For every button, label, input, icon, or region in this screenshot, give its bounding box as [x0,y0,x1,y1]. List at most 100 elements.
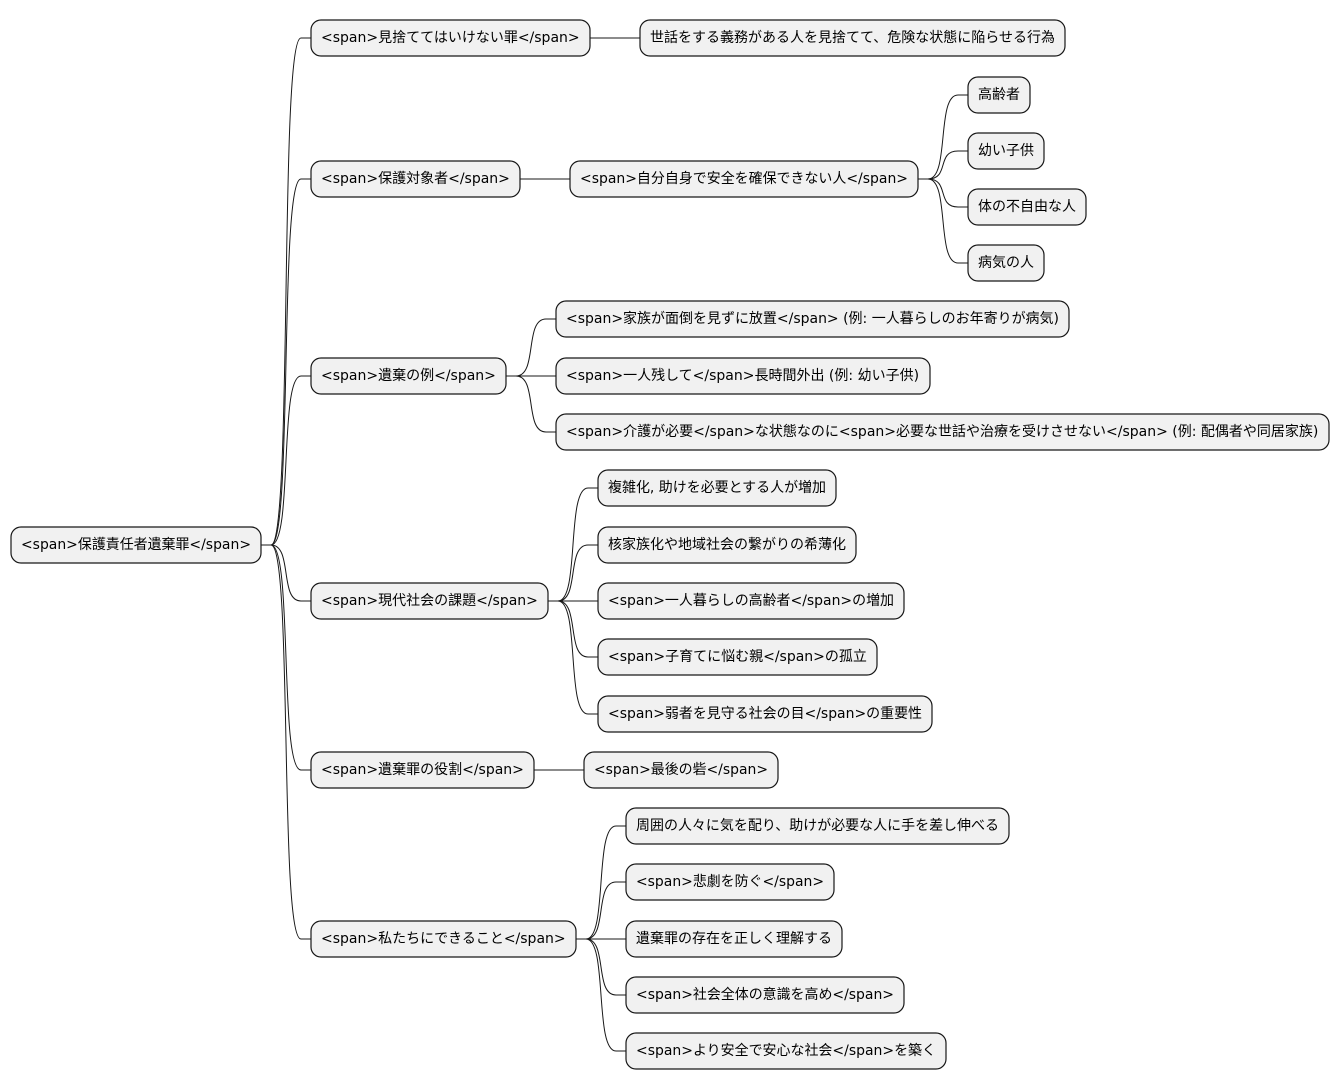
node-box [639,19,1066,57]
node-box [310,19,591,57]
node-box [597,526,857,564]
node-label: <span>保護対象者</span> [321,171,510,187]
edge-n6-n6d [576,938,626,996]
node-label: <span>見捨ててはいけない罪</span> [321,29,580,46]
node-label: <span>悲劇を防ぐ</span> [636,873,824,890]
edge-root-n4 [261,544,311,602]
node-box [310,920,577,958]
edge-n6-n6a [576,825,626,940]
node-n6d: <span>社会全体の意識を高め</span> [625,976,905,1014]
node-label: <span>保護責任者遺棄罪</span> [21,537,251,553]
node-label: <span>自分自身で安全を確保できない人</span> [580,170,908,187]
node-box [597,582,905,620]
node-n2a: <span>自分自身で安全を確保できない人</span> [569,160,919,198]
node-box [310,751,535,789]
node-n2a1: 高齢者 [967,76,1031,114]
node-box [625,807,1010,845]
node-n4c: <span>一人暮らしの高齢者</span>の増加 [597,582,905,620]
node-n3a: <span>家族が面倒を見ずに放置</span> (例: 一人暮らしのお年寄りが… [555,300,1070,338]
node-n6b: <span>悲劇を防ぐ</span> [625,863,835,901]
node-box [597,638,878,676]
node-n1: <span>見捨ててはいけない罪</span> [310,19,591,57]
node-n2: <span>保護対象者</span> [310,160,521,198]
node-box [625,920,843,958]
node-n2a4: 病気の人 [967,244,1045,282]
node-label: <span>一人暮らしの高齢者</span>の増加 [608,592,894,609]
node-n3: <span>遺棄の例</span> [310,357,507,395]
node-label: <span>私たちにできること</span> [321,931,566,947]
mindmap-edges [261,37,968,1052]
node-label: 周囲の人々に気を配り、助けが必要な人に手を差し伸べる [636,818,999,834]
edge-n6-n6b [576,881,626,940]
node-label: <span>一人残して</span>長時間外出 (例: 幼い子供) [566,368,919,384]
edge-n4-n4b [548,544,598,602]
node-label: <span>遺棄罪の役割</span> [321,761,524,778]
node-label: <span>介護が必要</span>な状態なのに<span>必要な世話や治療を受… [566,423,1318,440]
node-n4: <span>現代社会の課題</span> [310,582,549,620]
edge-n4-n4a [548,487,598,602]
node-label: 幼い子供 [978,143,1034,159]
node-label: <span>最後の砦</span> [594,762,768,778]
node-box [569,160,919,198]
node-n4e: <span>弱者を見守る社会の目</span>の重要性 [597,695,933,733]
node-box [597,695,933,733]
node-box [583,751,779,789]
edge-root-n1 [261,37,311,546]
node-box [310,357,507,395]
node-label: <span>家族が面倒を見ずに放置</span> (例: 一人暮らしのお年寄りが… [566,310,1059,327]
node-n6: <span>私たちにできること</span> [310,920,577,958]
edge-n2a-n2a1 [918,94,968,180]
node-label: <span>遺棄の例</span> [321,368,496,384]
edge-root-n3 [261,375,311,546]
node-box [967,188,1087,226]
edge-root-n2 [261,178,311,546]
node-box [555,357,931,395]
edge-n4-n4e [548,600,598,715]
node-box [967,76,1031,114]
node-n6c: 遺棄罪の存在を正しく理解する [625,920,843,958]
edge-root-n6 [261,544,311,940]
node-n4a: 複雑化, 助けを必要とする人が増加 [597,469,837,507]
node-n1a: 世話をする義務がある人を見捨てて、危険な状態に陥らせる行為 [639,19,1066,57]
edge-n6-n6e [576,938,626,1052]
node-n4b: 核家族化や地域社会の繋がりの希薄化 [597,526,857,564]
node-box [310,160,521,198]
node-box [967,244,1045,282]
node-n6a: 周囲の人々に気を配り、助けが必要な人に手を差し伸べる [625,807,1010,845]
node-box [625,976,905,1014]
node-n3c: <span>介護が必要</span>な状態なのに<span>必要な世話や治療を受… [555,413,1330,451]
node-n2a2: 幼い子供 [967,132,1045,170]
node-n5: <span>遺棄罪の役割</span> [310,751,535,789]
node-label: <span>社会全体の意識を高め</span> [636,986,894,1003]
node-n6e: <span>より安全で安心な社会</span>を築く [625,1032,947,1070]
edge-n3-n3c [506,375,556,433]
node-label: 世話をする義務がある人を見捨てて、危険な状態に陥らせる行為 [650,29,1055,46]
edge-n2a-n2a2 [918,150,968,180]
node-root: <span>保護責任者遺棄罪</span> [10,526,262,564]
node-box [967,132,1045,170]
node-n5a: <span>最後の砦</span> [583,751,779,789]
edge-n3-n3a [506,318,556,377]
node-box [555,300,1070,338]
node-n4d: <span>子育てに悩む親</span>の孤立 [597,638,878,676]
edge-n2a-n2a4 [918,178,968,264]
node-label: <span>現代社会の課題</span> [321,593,538,609]
node-label: 核家族化や地域社会の繋がりの希薄化 [608,536,846,553]
node-label: 遺棄罪の存在を正しく理解する [636,931,832,947]
node-box [10,526,262,564]
node-label: 複雑化, 助けを必要とする人が増加 [608,479,826,496]
node-label: 高齢者 [978,86,1020,103]
node-label: 病気の人 [978,255,1034,271]
node-box [310,582,549,620]
node-box [555,413,1330,451]
node-label: 体の不自由な人 [978,199,1076,215]
node-n2a3: 体の不自由な人 [967,188,1087,226]
edge-n2a-n2a3 [918,178,968,208]
node-n3b: <span>一人残して</span>長時間外出 (例: 幼い子供) [555,357,931,395]
edge-n4-n4d [548,600,598,658]
edge-root-n5 [261,544,311,771]
node-box [625,1032,947,1070]
node-label: <span>子育てに悩む親</span>の孤立 [608,649,867,665]
node-box [625,863,835,901]
